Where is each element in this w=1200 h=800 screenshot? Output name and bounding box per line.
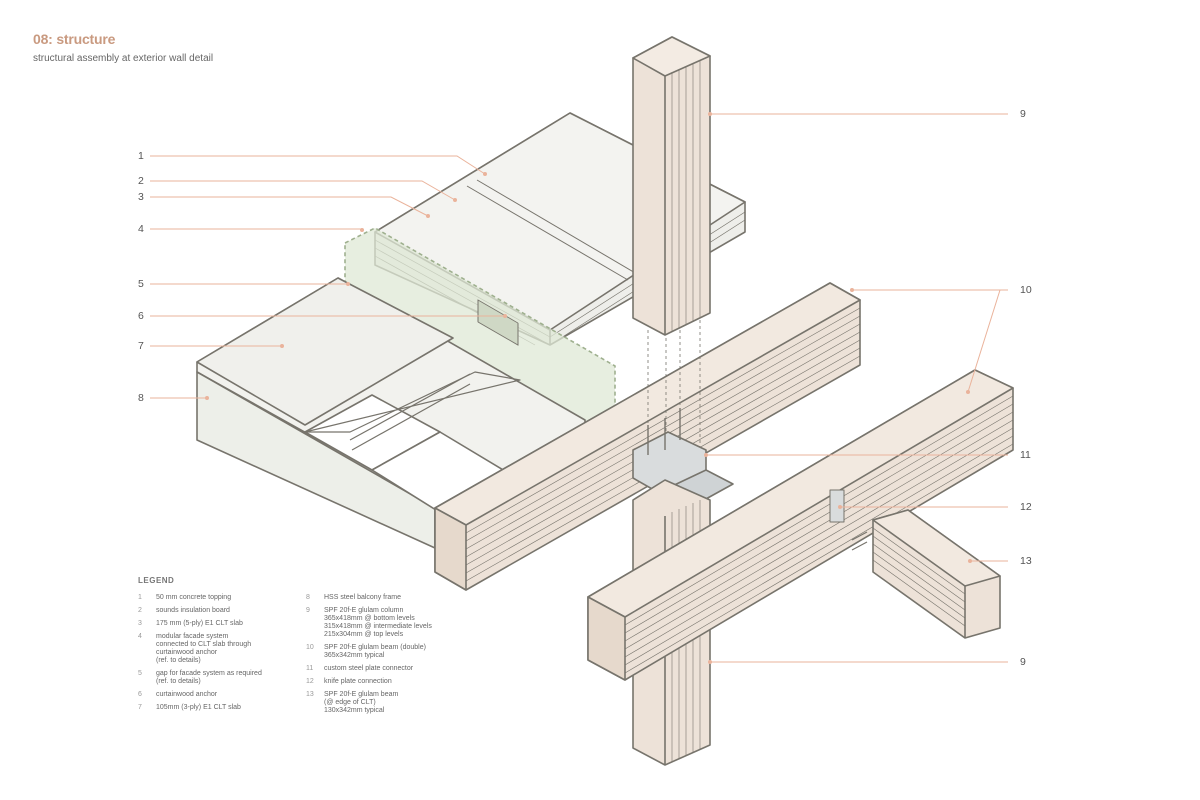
callout-5: 5 <box>138 278 144 290</box>
legend-text: knife plate connection <box>324 678 392 685</box>
legend-text: SPF 20f-E glulam column 365x418mm @ bott… <box>324 607 432 638</box>
glulam-column-top <box>632 36 711 336</box>
callout-12: 12 <box>1020 501 1032 513</box>
callout-13: 13 <box>1020 555 1032 567</box>
legend-num: 7 <box>138 704 142 711</box>
legend-num: 6 <box>138 691 142 698</box>
legend-text: gap for facade system as required (ref. … <box>156 670 262 685</box>
legend: LEGEND 1 50 mm concrete topping 2 sounds i… <box>138 576 474 720</box>
legend-text: SPF 20f-E glulam beam (@ edge of CLT) 13… <box>324 691 399 714</box>
legend-title: LEGEND <box>138 576 175 585</box>
callout-8: 8 <box>138 392 144 404</box>
legend-item: 3 175 mm (5-ply) E1 CLT slab <box>138 620 306 628</box>
legend-item: 12 knife plate connection <box>306 678 474 686</box>
legend-text: curtainwood anchor <box>156 691 218 698</box>
legend-text: 105mm (3-ply) E1 CLT slab <box>156 704 241 711</box>
legend-item: 7 105mm (3-ply) E1 CLT slab <box>138 704 306 712</box>
callout-9-top: 9 <box>1020 108 1026 120</box>
glulam-edge-beam <box>851 509 1001 639</box>
legend-num: 2 <box>138 607 142 614</box>
legend-text: custom steel plate connector <box>324 665 414 672</box>
callout-11: 11 <box>1020 449 1031 461</box>
legend-text: SPF 20f-E glulam beam (double) 365x342mm… <box>324 644 426 659</box>
page-title: 08: structure <box>33 31 116 47</box>
callout-2: 2 <box>138 175 144 187</box>
page-subtitle: structural assembly at exterior wall det… <box>33 53 214 64</box>
legend-item: 8 HSS steel balcony frame <box>306 594 474 602</box>
legend-num: 8 <box>306 594 310 601</box>
legend-text: sounds insulation board <box>156 607 230 614</box>
callout-9-bottom: 9 <box>1020 656 1026 668</box>
callout-6: 6 <box>138 310 144 322</box>
callout-4: 4 <box>138 223 144 235</box>
legend-item: 1 50 mm concrete topping <box>138 594 306 602</box>
legend-item: 13 SPF 20f-E glulam beam (@ edge of CLT) … <box>306 691 474 715</box>
legend-item: 11 custom steel plate connector <box>306 665 474 673</box>
legend-num: 12 <box>306 678 314 685</box>
legend-text: HSS steel balcony frame <box>324 594 402 601</box>
callout-1: 1 <box>138 150 144 162</box>
legend-text: modular facade system connected to CLT s… <box>156 633 252 664</box>
callout-7: 7 <box>138 340 144 352</box>
legend-num: 3 <box>138 620 142 627</box>
legend-num: 4 <box>138 633 142 640</box>
legend-num: 1 <box>138 594 142 601</box>
legend-item: 4 modular facade system connected to CLT … <box>138 633 306 665</box>
legend-num: 13 <box>306 691 314 698</box>
legend-item: 9 SPF 20f-E glulam column 365x418mm @ bot… <box>306 607 474 639</box>
legend-item: 10 SPF 20f-E glulam beam (double) 365x342… <box>306 644 474 660</box>
legend-num: 5 <box>138 670 142 677</box>
legend-num: 10 <box>306 644 314 651</box>
legend-column-left: 1 50 mm concrete topping 2 sounds insulati… <box>138 594 306 720</box>
legend-item: 5 gap for facade system as required (ref.… <box>138 670 306 686</box>
legend-text: 175 mm (5-ply) E1 CLT slab <box>156 620 243 627</box>
callout-10: 10 <box>1020 284 1032 296</box>
leader-lines <box>150 113 1008 663</box>
callout-3: 3 <box>138 191 144 203</box>
legend-num: 11 <box>306 665 314 672</box>
legend-item: 2 sounds insulation board <box>138 607 306 615</box>
legend-num: 9 <box>306 607 310 614</box>
legend-item: 6 curtainwood anchor <box>138 691 306 699</box>
glulam-beam-right <box>587 369 1014 681</box>
legend-text: 50 mm concrete topping <box>156 594 232 601</box>
